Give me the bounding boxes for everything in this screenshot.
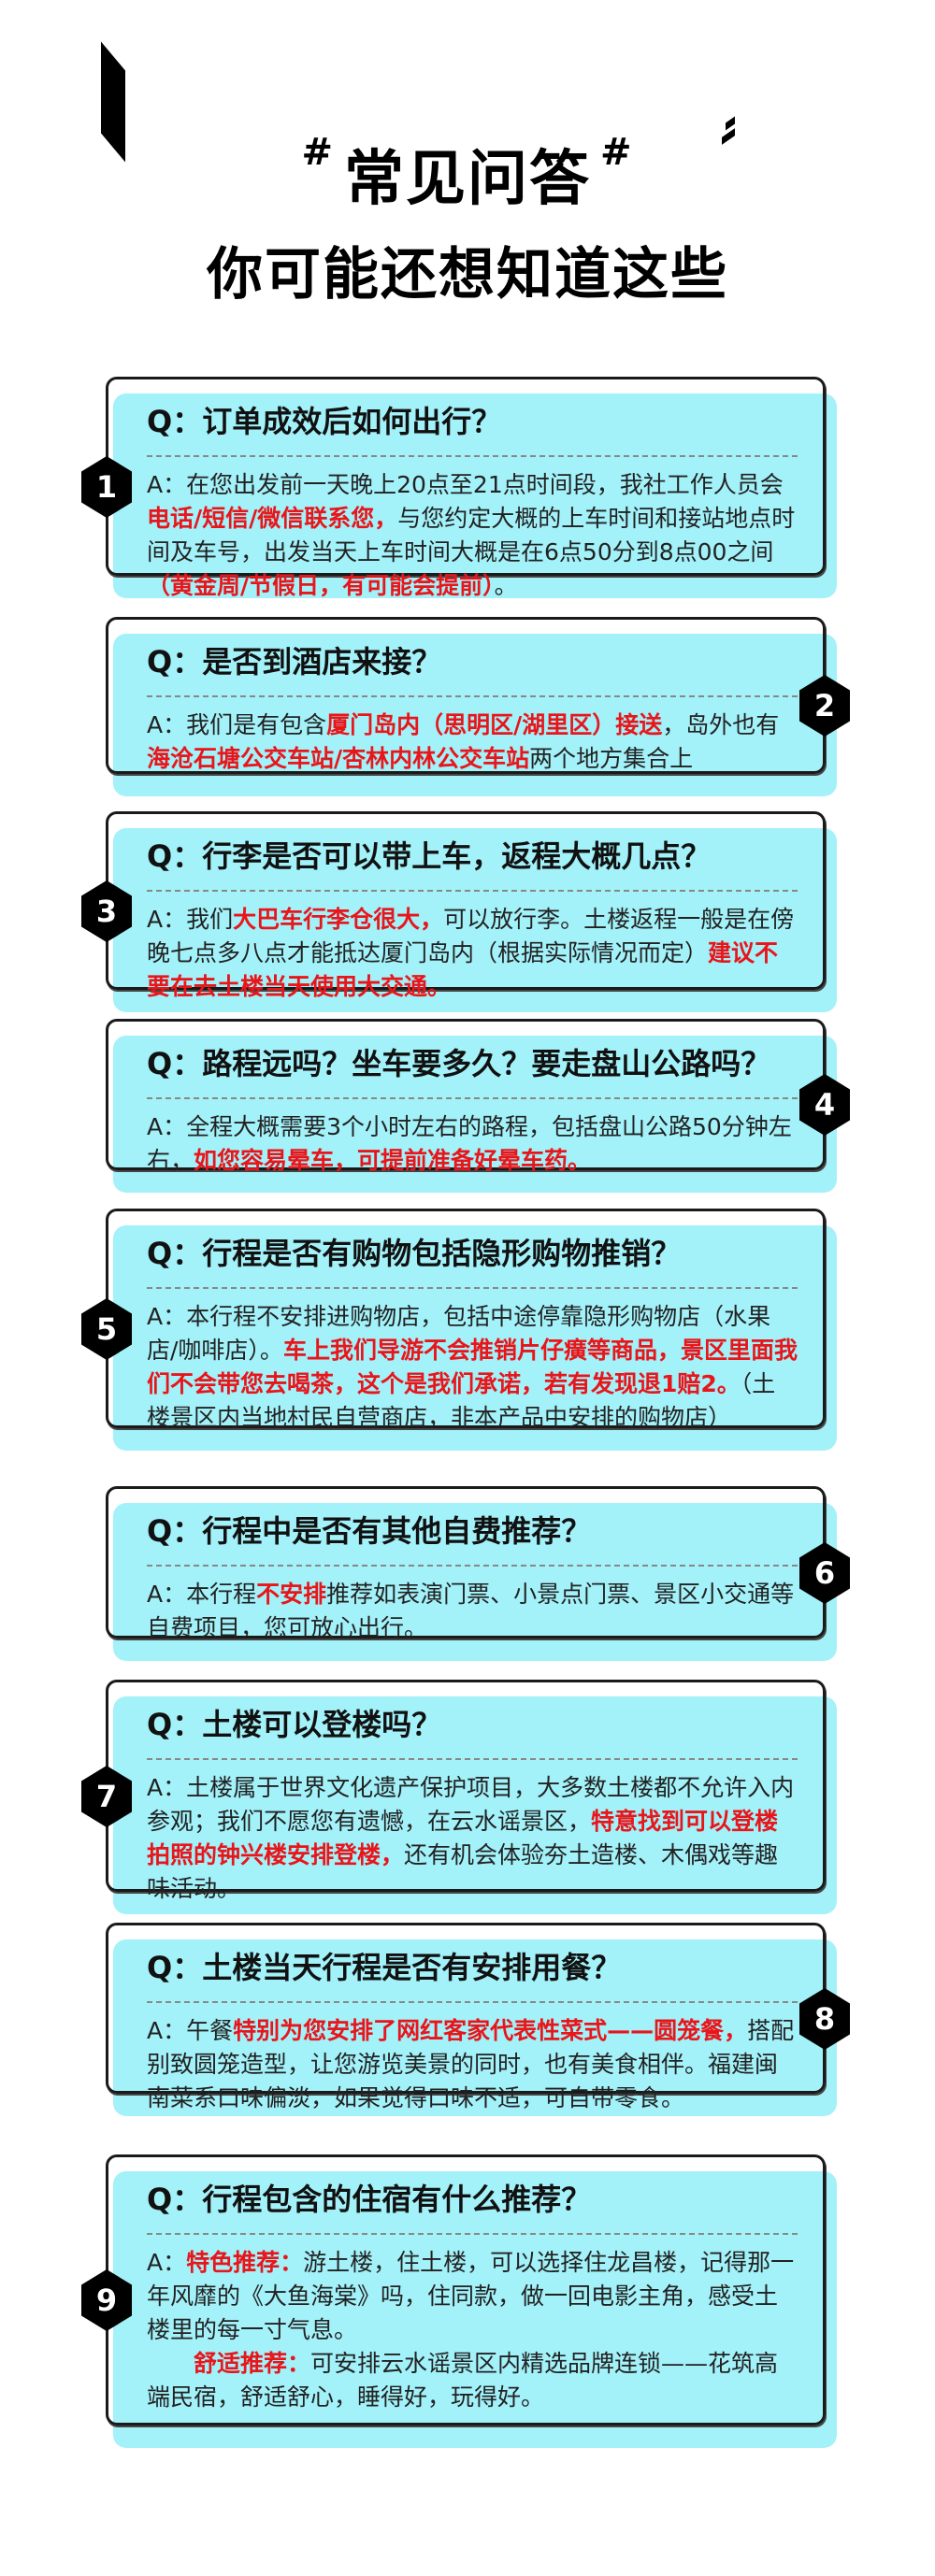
answer-text: A：本行程不安排进购物店，包括中途停靠隐形购物店（水果店/咖啡店）。	[147, 1303, 771, 1364]
faq-answer: A：本行程不安排进购物店，包括中途停靠隐形购物店（水果店/咖啡店）。车上我们导游…	[147, 1300, 798, 1435]
answer-text: A：我们是有包含	[147, 711, 327, 738]
faq-question: Q：行程中是否有其他自费推荐？	[147, 1513, 592, 1549]
answer-text: A：本行程	[147, 1581, 257, 1608]
card-background	[113, 394, 837, 598]
answer-text: A：	[147, 2249, 187, 2276]
card-background	[113, 1036, 837, 1193]
answer-highlight: 建议不要在去土楼当天使用大交通。	[147, 939, 779, 1000]
answer-highlight: 电话/短信/微信联系您，	[147, 505, 398, 532]
faq-question: Q：土楼当天行程是否有安排用餐？	[147, 1950, 622, 1985]
answer-text: （土楼景区内当地村民自营商店，非本产品中安排的购物店）	[147, 1370, 776, 1431]
answer-highlight: 舒适推荐：	[194, 2350, 311, 2377]
faq-card: Q：路程远吗？坐车要多久？要走盘山公路吗？ A：全程大概需要3个小时左右的路程，…	[106, 1019, 850, 1193]
number-badge: 5	[81, 1298, 132, 1360]
faq-question: Q：行程包含的住宿有什么推荐？	[147, 2182, 592, 2217]
answer-text: ，岛外也有	[662, 711, 780, 738]
title-text: 常见问答	[344, 145, 591, 214]
faq-card: Q：是否到酒店来接？ A：我们是有包含厦门岛内（思明区/湖里区）接送，岛外也有海…	[106, 617, 850, 796]
faq-card: Q：土楼当天行程是否有安排用餐？ A：午餐特别为您安排了网红客家代表性菜式——圆…	[106, 1923, 850, 2116]
answer-text: 与您约定大概的上车时间和接站地点时间及车号，出发当天上车时间大概是在6点50分到…	[147, 505, 796, 565]
faq-question: Q：行程是否有购物包括隐形购物推销？	[147, 1236, 682, 1271]
faq-answer: A：本行程不安排推荐如表演门票、小景点门票、景区小交通等自费项目，您可放心出行。	[147, 1578, 798, 1645]
answer-text: 推荐如表演门票、小景点门票、景区小交通等自费项目，您可放心出行。	[147, 1581, 795, 1641]
dashed-divider	[147, 1287, 798, 1289]
answer-highlight: 不安排	[256, 1581, 327, 1608]
answer-text: 游土楼，住土楼，可以选择住龙昌楼，记得那一年风靡的《大鱼海棠》吗，住同款，做一回…	[147, 2249, 795, 2343]
number-badge: 1	[81, 456, 132, 518]
faq-answer: A：我们是有包含厦门岛内（思明区/湖里区）接送，岛外也有海沧石塘公交车站/杏林内…	[147, 708, 798, 776]
card-background	[113, 1696, 837, 1914]
answer-highlight: 特意找到可以登楼拍照的钟兴楼安排登楼，	[147, 1808, 779, 1868]
answer-highlight: 特别为您安排了网红客家代表性菜式——圆笼餐，	[233, 2017, 748, 2044]
answer-text: A：土楼属于世界文化遗产保护项目，大多数土楼都不允许入内参观；我们不愿您有遗憾，…	[147, 1774, 795, 1835]
answer-text: 。	[494, 572, 518, 599]
hash-icon: #	[600, 131, 634, 174]
number-badge: 2	[799, 675, 850, 737]
answer-text: 可安排云水谣景区内精选品牌连锁——花筑高端民宿，舒适舒心，睡得好，玩得好。	[147, 2350, 779, 2411]
faq-answer: A：我们大巴车行李仓很大，可以放行李。土楼返程一般是在傍晚七点多八点才能抵达厦门…	[147, 903, 798, 1004]
answer-highlight: 厦门岛内（思明区/湖里区）接送	[326, 711, 663, 738]
dashed-divider	[147, 890, 798, 892]
answer-highlight: （黄金周/节假日，有可能会提前）	[147, 572, 495, 599]
faq-card: Q：行程中是否有其他自费推荐？ A：本行程不安排推荐如表演门票、小景点门票、景区…	[106, 1486, 850, 1661]
answer-highlight: 大巴车行李仓很大，	[233, 906, 444, 933]
faq-answer: A：在您出发前一天晚上20点至21点时间段，我社工作人员会电话/短信/微信联系您…	[147, 468, 798, 603]
hash-icon: #	[301, 131, 335, 174]
faq-card: Q：土楼可以登楼吗？ A：土楼属于世界文化遗产保护项目，大多数土楼都不允许入内参…	[81, 1680, 837, 1914]
answer-text: 可以放行李。土楼返程一般是在傍晚七点多八点才能抵达厦门岛内（根据实际情况而定）	[147, 906, 795, 966]
dashed-divider	[147, 1565, 798, 1567]
answer-text: A：我们	[147, 906, 234, 933]
faq-card: Q：行程是否有购物包括隐形购物推销？ A：本行程不安排进购物店，包括中途停靠隐形…	[81, 1209, 837, 1451]
faq-question: Q：订单成效后如何出行？	[147, 404, 502, 439]
page-title: #常见问答#	[0, 131, 935, 217]
number-badge: 4	[799, 1074, 850, 1136]
faq-card: Q：行李是否可以带上车，返程大概几点？ A：我们大巴车行李仓很大，可以放行李。土…	[81, 811, 837, 1012]
faq-question: Q：是否到酒店来接？	[147, 644, 442, 680]
number-badge: 9	[81, 2269, 132, 2331]
faq-card: Q：订单成效后如何出行？ A：在您出发前一天晚上20点至21点时间段，我社工作人…	[81, 377, 837, 599]
card-background	[113, 1225, 837, 1451]
dashed-divider	[147, 2233, 798, 2235]
faq-answer: A：午餐特别为您安排了网红客家代表性菜式——圆笼餐，搭配别致圆笼造型，让您游览美…	[147, 2014, 798, 2115]
card-background	[113, 828, 837, 1012]
answer-text: 还有机会体验夯土造楼、木偶戏等趣味活动。	[147, 1841, 779, 1902]
answer-highlight: 车上我们导游不会推销片仔癀等商品，景区里面我们不会带您去喝茶，这个是我们承诺，若…	[147, 1337, 798, 1397]
dashed-divider	[147, 2001, 798, 2003]
page-subtitle: 你可能还想知道这些	[207, 242, 728, 308]
number-badge: 3	[81, 880, 132, 942]
faq-question: Q：土楼可以登楼吗？	[147, 1707, 442, 1742]
card-background	[113, 1939, 837, 2116]
faq-answer: A：全程大概需要3个小时左右的路程，包括盘山公路50分钟左右，如您容易晕车，可提…	[147, 1110, 798, 1178]
card-background	[113, 2171, 837, 2448]
faq-answer: A：土楼属于世界文化遗产保护项目，大多数土楼都不允许入内参观；我们不愿您有遗憾，…	[147, 1771, 798, 1906]
faq-card: Q：行程包含的住宿有什么推荐？ A：特色推荐：游土楼，住土楼，可以选择住龙昌楼，…	[81, 2154, 837, 2448]
answer-text: 两个地方集合上	[529, 745, 694, 772]
answer-highlight: 如您容易晕车，可提前准备好晕车药。	[194, 1147, 592, 1174]
answer-text: A：在您出发前一天晚上20点至21点时间段，我社工作人员会	[147, 471, 784, 498]
number-badge: 8	[799, 1988, 850, 2050]
dashed-divider	[147, 1758, 798, 1760]
dashed-divider	[147, 455, 798, 457]
number-badge: 7	[81, 1766, 132, 1827]
answer-text: A：午餐	[147, 2017, 234, 2044]
card-background	[113, 634, 837, 796]
faq-question: Q：行李是否可以带上车，返程大概几点？	[147, 838, 712, 874]
answer-text: A：全程大概需要3个小时左右的路程，包括盘山公路50分钟左右，	[147, 1113, 792, 1174]
dashed-divider	[147, 695, 798, 697]
dashed-divider	[147, 1097, 798, 1099]
faq-answer: A：特色推荐：游土楼，住土楼，可以选择住龙昌楼，记得那一年风靡的《大鱼海棠》吗，…	[147, 2246, 798, 2414]
faq-question: Q：路程远吗？坐车要多久？要走盘山公路吗？	[147, 1046, 771, 1081]
answer-text: 搭配别致圆笼造型，让您游览美景的同时，也有美食相伴。福建闽南菜系口味偏淡，如果觉…	[147, 2017, 795, 2111]
answer-highlight: 海沧石塘公交车站/杏林内林公交车站	[147, 745, 530, 772]
card-background	[113, 1503, 837, 1661]
answer-highlight: 特色推荐：	[186, 2249, 304, 2276]
number-badge: 6	[799, 1542, 850, 1604]
